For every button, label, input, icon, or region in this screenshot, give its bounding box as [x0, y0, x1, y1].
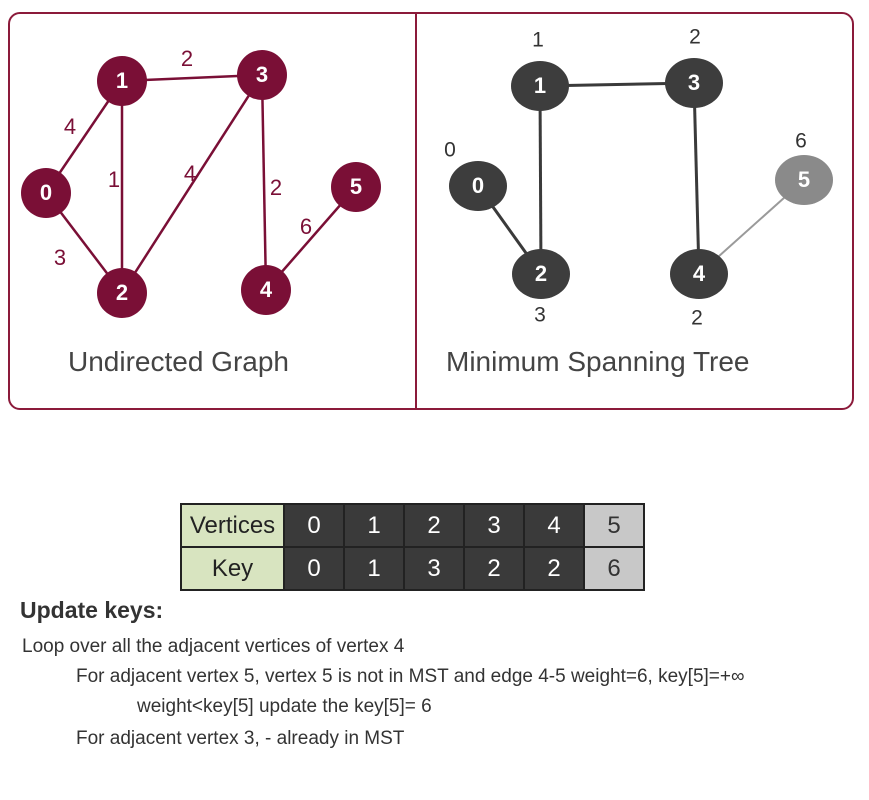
- mst-edge-1-2: [538, 85, 543, 275]
- vertices-header: Vertices: [180, 503, 285, 548]
- mst-node-label: 5: [798, 167, 810, 192]
- edge-weight-label: 3: [54, 245, 66, 270]
- node-4: [241, 265, 291, 315]
- keys-row: Key 0 1 3 2 2 6: [180, 546, 645, 591]
- mst-node-0: [449, 161, 507, 211]
- node-label: 5: [350, 174, 362, 199]
- vertex-cell: 1: [343, 503, 405, 548]
- graph-panel: [8, 12, 854, 410]
- node-0: [21, 168, 71, 218]
- node-label: 1: [116, 68, 128, 93]
- node-label: 4: [260, 277, 273, 302]
- mst-node-label: 2: [535, 261, 547, 286]
- edge-weight-label: 2: [181, 46, 193, 71]
- mst-key-label: 1: [532, 29, 544, 52]
- mst-key-label: 2: [691, 307, 703, 330]
- key-cell: 1: [343, 546, 405, 591]
- mst-edge-3-4: [692, 82, 701, 275]
- edge-2-3: [120, 74, 264, 294]
- key-cell: 2: [523, 546, 585, 591]
- vertex-cell: 0: [283, 503, 345, 548]
- vertex-cell-highlighted: 5: [583, 503, 645, 548]
- mst-caption: Minimum Spanning Tree: [446, 346, 750, 377]
- vertex-cell: 2: [403, 503, 465, 548]
- node-label: 0: [40, 180, 52, 205]
- update-step-line: Loop over all the adjacent vertices of v…: [22, 636, 405, 657]
- edge-weight-label: 1: [108, 167, 120, 192]
- panel-divider: [415, 12, 417, 410]
- key-cell: 3: [403, 546, 465, 591]
- mst-node-label: 3: [688, 70, 700, 95]
- mst-key-label: 6: [795, 130, 807, 153]
- edge-3-4: [260, 74, 268, 291]
- key-table: Vertices 0 1 2 3 4 5 Key 0 1 3 2 2 6: [180, 503, 645, 591]
- update-step-line: For adjacent vertex 5, vertex 5 is not i…: [76, 666, 745, 687]
- mst-key-label: 2: [689, 26, 701, 49]
- mst-key-label: 3: [534, 304, 546, 327]
- edge-weight-label: 2: [270, 175, 282, 200]
- update-step-line: weight<key[5] update the key[5]= 6: [137, 696, 432, 717]
- node-3: [237, 50, 287, 100]
- key-cell: 0: [283, 546, 345, 591]
- edge-weight-label: 6: [300, 214, 312, 239]
- update-step-line: For adjacent vertex 3, - already in MST: [76, 728, 405, 749]
- node-label: 2: [116, 280, 128, 305]
- mst-node-1: [511, 61, 569, 111]
- mst-node-5: [775, 155, 833, 205]
- node-1: [97, 56, 147, 106]
- node-2: [97, 268, 147, 318]
- mst-node-3: [665, 58, 723, 108]
- vertex-cell: 4: [523, 503, 585, 548]
- edge-weight-label: 4: [184, 161, 196, 186]
- key-cell: 2: [463, 546, 525, 591]
- mst-node-label: 1: [534, 73, 546, 98]
- node-label: 3: [256, 62, 268, 87]
- undirected-graph-caption: Undirected Graph: [68, 346, 290, 377]
- vertices-row: Vertices 0 1 2 3 4 5: [180, 503, 645, 548]
- mst-node-label: 4: [693, 261, 706, 286]
- edge-weight-label: 4: [64, 114, 76, 139]
- node-5: [331, 162, 381, 212]
- vertex-cell: 3: [463, 503, 525, 548]
- mst-key-label: 0: [444, 139, 456, 162]
- update-keys-title: Update keys:: [20, 597, 164, 623]
- mst-node-4: [670, 249, 728, 299]
- mst-node-2: [512, 249, 570, 299]
- mst-node-label: 0: [472, 173, 484, 198]
- key-cell-highlighted: 6: [583, 546, 645, 591]
- key-header: Key: [180, 546, 285, 591]
